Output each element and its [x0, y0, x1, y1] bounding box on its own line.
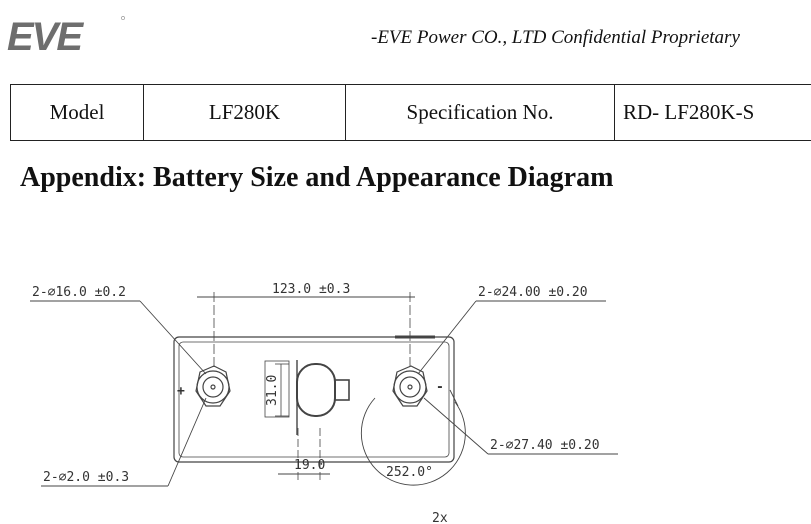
eve-logo: EVE	[7, 15, 125, 54]
dim-vent-height: 31.0	[265, 375, 280, 406]
battery-top-outline	[173, 336, 455, 463]
dim-vent-width: 19.0	[294, 458, 325, 473]
spec-no-value: RD- LF280K-S	[614, 84, 811, 141]
plus-sign: +	[177, 384, 185, 399]
negative-terminal	[392, 365, 428, 407]
dim-angle: 252.0°	[386, 465, 433, 480]
logo-text: EVE	[7, 15, 84, 54]
minus-sign: -	[436, 380, 444, 395]
appendix-title: Appendix: Battery Size and Appearance Di…	[20, 162, 614, 193]
dim-terminal-outer: 2-∅24.00 ±0.20	[478, 285, 588, 300]
confidential-notice: -EVE Power CO., LTD Confidential Proprie…	[371, 27, 740, 48]
registered-mark-icon	[121, 16, 125, 20]
dim-terminal-hole: 2-∅16.0 ±0.2	[32, 285, 126, 300]
angle-arc	[360, 397, 466, 486]
dim-center-distance: 123.0 ±0.3	[272, 282, 350, 297]
battery-top-view-drawing: 2-∅16.0 ±0.2 123.0 ±0.3 2-∅24.00 ±0.20 2…	[30, 282, 618, 524]
model-label: Model	[10, 84, 144, 141]
dim-count: 2x	[432, 511, 448, 524]
safety-vent	[264, 360, 350, 435]
model-value: LF280K	[143, 84, 346, 141]
spec-table: Model LF280K Specification No. RD- LF280…	[10, 84, 811, 141]
battery-top-inner-outline	[178, 341, 450, 458]
positive-terminal	[195, 365, 231, 407]
table-row: Model LF280K Specification No. RD- LF280…	[10, 84, 811, 141]
spec-no-label: Specification No.	[345, 84, 615, 141]
dim-hex-span: 2-∅27.40 ±0.20	[490, 438, 600, 453]
dim-small-hole: 2-∅2.0 ±0.3	[43, 470, 129, 485]
